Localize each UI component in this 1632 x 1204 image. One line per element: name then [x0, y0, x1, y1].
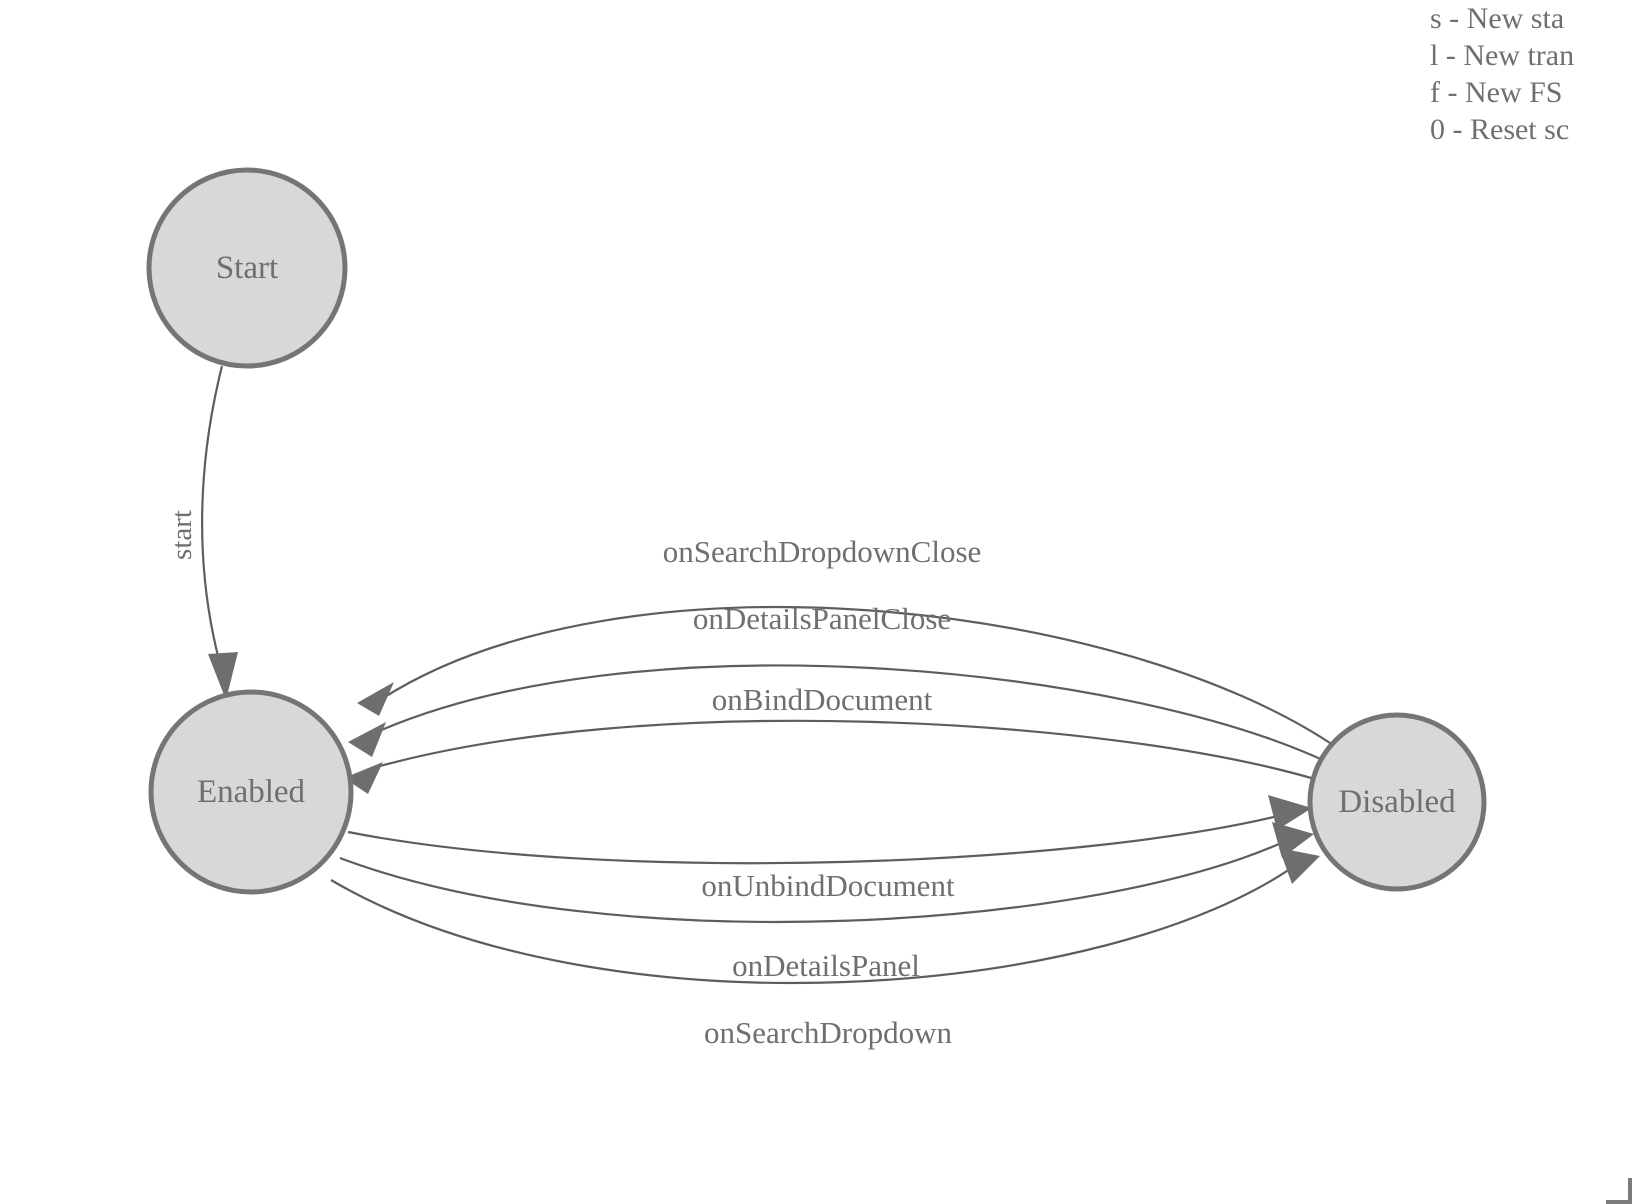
arrowhead-icon	[1268, 795, 1312, 830]
legend-line-new-state: s - New sta	[1430, 2, 1565, 35]
state-label-disabled: Disabled	[1338, 784, 1456, 820]
state-node-enabled[interactable]: Enabled	[148, 689, 354, 895]
transition-enabled-to-disabled-onsearchdropdown[interactable]: onSearchDropdown	[330, 848, 1320, 1050]
transition-label-start: start	[166, 510, 198, 560]
transition-path	[339, 837, 1293, 924]
resize-handle[interactable]	[1606, 1178, 1632, 1204]
state-label-start: Start	[216, 250, 278, 286]
transition-path	[201, 365, 224, 661]
transition-enabled-to-disabled-onunbinddocument[interactable]: onUnbindDocument	[347, 795, 1312, 903]
state-node-disabled[interactable]: Disabled	[1307, 712, 1487, 892]
arrowhead-icon	[1279, 848, 1320, 884]
legend-line-new-transition: l - New tran	[1430, 39, 1575, 72]
state-node-start[interactable]: Start	[146, 167, 348, 369]
transition-label-onbinddocument: onBindDocument	[712, 682, 933, 717]
transition-start-to-enabled[interactable]: start	[166, 365, 238, 700]
arrowhead-icon	[357, 682, 394, 716]
transition-path	[365, 719, 1319, 782]
transition-disabled-to-enabled-ondetailspanelclose[interactable]: onDetailsPanelClose	[348, 601, 1328, 763]
transition-path	[369, 664, 1328, 763]
keyboard-shortcuts-legend: s - New sta l - New tran f - New FS 0 - …	[1430, 0, 1632, 148]
transition-path	[379, 606, 1337, 748]
transition-label-ondetailspanelclose: onDetailsPanelClose	[693, 601, 951, 636]
transition-label-onsearchdropdown: onSearchDropdown	[704, 1015, 952, 1050]
legend-line-reset-scene: 0 - Reset sc	[1430, 113, 1570, 146]
state-circle	[148, 689, 354, 895]
transition-path	[347, 811, 1291, 865]
transition-label-ondetailspanel: onDetailsPanel	[732, 948, 920, 983]
arrowhead-icon	[208, 652, 238, 700]
state-circle	[1307, 712, 1487, 892]
transition-enabled-to-disabled-ondetailspanel[interactable]: onDetailsPanel	[339, 822, 1314, 983]
transition-disabled-to-enabled-onbinddocument[interactable]: onBindDocument	[344, 682, 1319, 794]
state-circle	[146, 167, 348, 369]
arrowhead-icon	[348, 722, 386, 757]
transition-path	[330, 861, 1301, 985]
transition-label-onunbinddocument: onUnbindDocument	[701, 868, 955, 903]
legend-line-new-fsm: f - New FS	[1430, 76, 1563, 109]
arrowhead-icon	[344, 762, 383, 794]
state-label-enabled: Enabled	[197, 774, 306, 810]
transition-label-onsearchdropdownclose: onSearchDropdownClose	[663, 534, 982, 569]
transition-disabled-to-enabled-onsearchdropdownclose[interactable]: onSearchDropdownClose	[357, 534, 1337, 748]
